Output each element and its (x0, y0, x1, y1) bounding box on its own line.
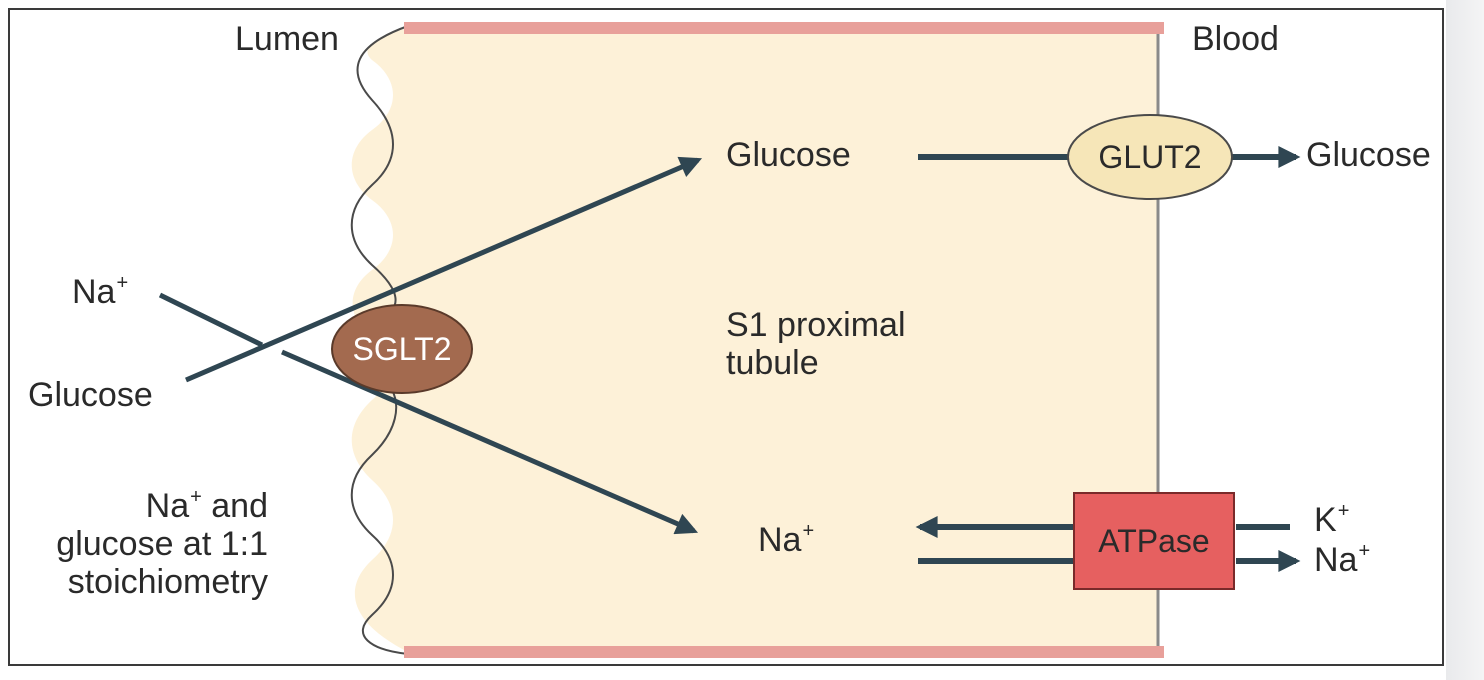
lumen-sodium-label: Na+ (72, 272, 128, 311)
stoichiometry-note: Na+ and glucose at 1:1 stoichiometry (28, 486, 268, 601)
lumen-sodium-symbol: Na (72, 273, 116, 311)
note-sodium-charge: + (190, 486, 202, 508)
cell-sodium-charge: + (802, 520, 815, 542)
lumen-label: Lumen (235, 20, 339, 58)
blood-potassium-symbol: K (1314, 501, 1337, 539)
note-line-3: stoichiometry (67, 563, 268, 602)
sglt2-transporter (331, 304, 473, 394)
note-line-2: glucose at 1:1 (56, 525, 268, 564)
atpase-label: ATPase (1098, 522, 1210, 559)
blood-potassium-label: K+ (1314, 500, 1349, 539)
bottom-membrane-bar (404, 646, 1164, 658)
glucose-uptake-arrow (185, 156, 703, 383)
atpase-pump (1073, 492, 1235, 590)
cell-label-line1: S1 proximal (726, 306, 906, 344)
sodium-uptake-arrow (281, 349, 699, 535)
blood-glucose-label: Glucose (1306, 136, 1431, 174)
note-line1-rest: and (201, 487, 268, 525)
blood-sodium-symbol: Na (1314, 541, 1358, 579)
cell-sodium-label: Na+ (758, 520, 814, 559)
note-sodium-symbol: Na (145, 487, 190, 525)
page-edge (1446, 0, 1484, 680)
cell-sodium-symbol: Na (758, 521, 802, 559)
sodium-uptake-arrow-part1 (158, 292, 264, 348)
blood-label: Blood (1192, 20, 1279, 58)
blood-potassium-charge: + (1337, 500, 1350, 522)
top-membrane-bar (404, 22, 1164, 34)
glut2-transporter (1067, 114, 1233, 200)
sglt2-label: SGLT2 (352, 330, 452, 367)
cell-label: S1 proximal tubule (726, 306, 906, 382)
apical-membrane (350, 25, 409, 655)
cell-glucose-label: Glucose (726, 136, 851, 174)
glut2-label: GLUT2 (1098, 138, 1202, 175)
blood-sodium-charge: + (1358, 540, 1371, 562)
blood-sodium-label: Na+ (1314, 540, 1370, 579)
cell-label-line2: tubule (726, 344, 819, 383)
note-line-1: Na+ and (28, 486, 268, 525)
cell-body (351, 28, 1158, 652)
lumen-sodium-charge: + (116, 272, 129, 294)
lumen-glucose-label: Glucose (28, 376, 153, 414)
